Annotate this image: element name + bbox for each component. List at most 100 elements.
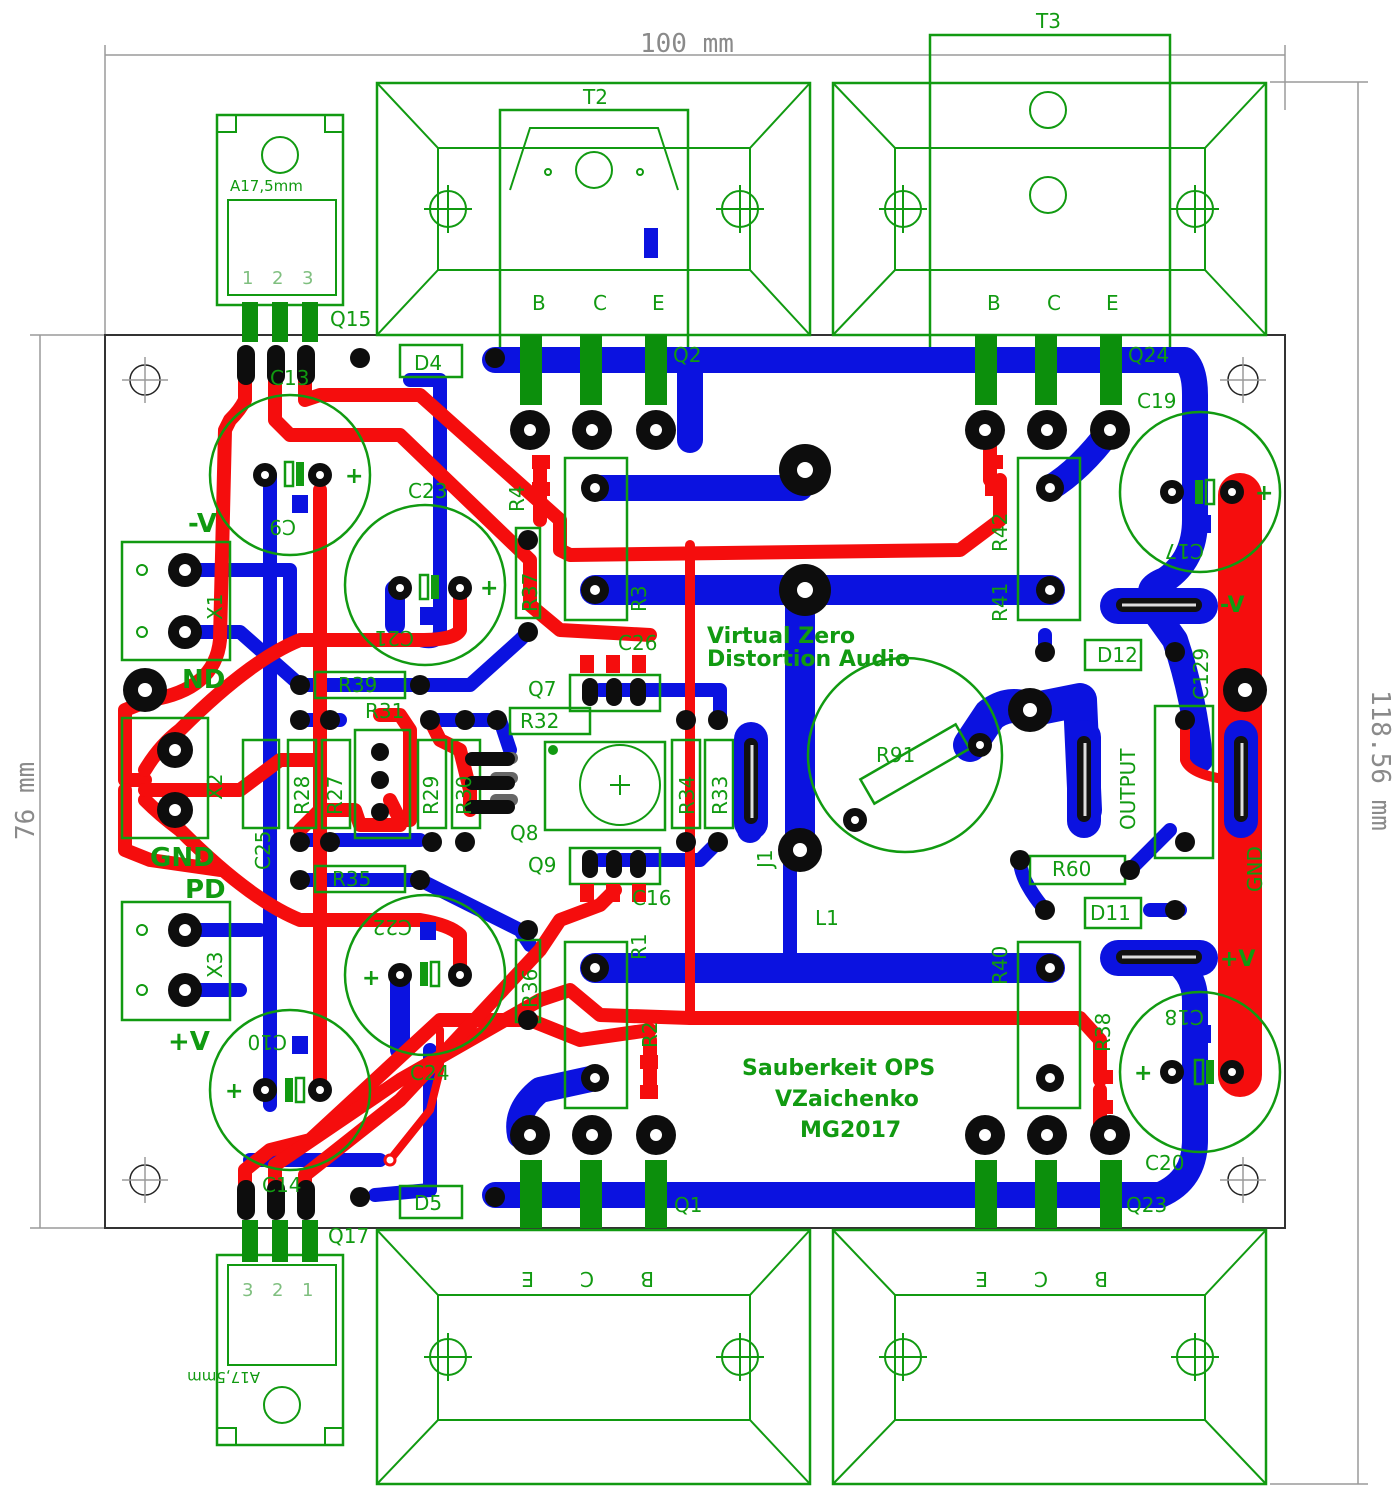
svg-text:Q7: Q7 xyxy=(528,677,556,701)
svg-text:C19: C19 xyxy=(1137,389,1176,413)
label-q15-heatsink: A17,5mm xyxy=(230,177,303,195)
svg-text:2: 2 xyxy=(272,1280,283,1301)
svg-text:2: 2 xyxy=(272,268,283,289)
width-dimension-label: 100 mm xyxy=(640,29,734,59)
svg-text:E: E xyxy=(652,291,665,315)
svg-text:C26: C26 xyxy=(618,631,657,655)
svg-text:R31: R31 xyxy=(365,699,404,723)
resistor-boxes xyxy=(120,343,1215,1220)
svg-text:R3: R3 xyxy=(627,585,651,612)
regulator-q17 xyxy=(215,1220,345,1447)
svg-text:R32: R32 xyxy=(520,709,559,733)
svg-text:1: 1 xyxy=(302,1280,313,1301)
pads xyxy=(123,335,1267,1228)
svg-text:B: B xyxy=(1094,1267,1108,1291)
svg-text:ND: ND xyxy=(182,665,225,695)
svg-text:+: + xyxy=(225,1079,243,1104)
svg-text:C: C xyxy=(1047,291,1061,315)
svg-text:B: B xyxy=(987,291,1001,315)
board-title-line4: VZaichenko xyxy=(775,1087,919,1112)
pin-letters-bottom: E C B E C B xyxy=(521,1267,1108,1291)
svg-text:R91: R91 xyxy=(876,743,915,767)
svg-text:R41: R41 xyxy=(988,583,1012,622)
jumpers xyxy=(734,588,1258,976)
svg-text:C10: C10 xyxy=(248,1030,287,1054)
svg-text:R37: R37 xyxy=(518,573,542,612)
label-t3: T3 xyxy=(1035,9,1061,33)
svg-text:Q8: Q8 xyxy=(510,821,538,845)
svg-text:E: E xyxy=(975,1267,988,1291)
label-q17-heatsink: A17,5mm xyxy=(187,1368,260,1386)
svg-text:C25: C25 xyxy=(251,831,275,870)
svg-text:X2: X2 xyxy=(203,774,227,800)
svg-text:B: B xyxy=(532,291,546,315)
svg-text:Q1: Q1 xyxy=(674,1193,702,1217)
power-labels: -V ND GND PD +V -V +V + + + + + + xyxy=(150,464,1273,1104)
svg-text:+: + xyxy=(345,464,363,489)
svg-text:C20: C20 xyxy=(1145,1151,1184,1175)
svg-text:L1: L1 xyxy=(815,906,839,930)
svg-text:R28: R28 xyxy=(290,776,314,815)
board-title-line1: Virtual Zero xyxy=(707,624,855,649)
svg-text:GND: GND xyxy=(1243,846,1267,892)
svg-text:C17: C17 xyxy=(1165,539,1204,563)
svg-text:C13: C13 xyxy=(270,366,309,390)
svg-text:-V: -V xyxy=(1220,593,1245,618)
label-t2: T2 xyxy=(582,85,608,109)
svg-text:J1: J1 xyxy=(753,849,777,870)
svg-text:E: E xyxy=(521,1267,534,1291)
svg-text:+V: +V xyxy=(168,1027,210,1057)
pad-holes xyxy=(169,424,1236,1141)
svg-text:R39: R39 xyxy=(338,673,377,697)
svg-text:+: + xyxy=(362,966,380,991)
svg-text:C16: C16 xyxy=(632,886,671,910)
right-dimension-label: 118.56 mm xyxy=(1365,690,1395,831)
svg-text:+V: +V xyxy=(1220,947,1255,972)
svg-text:-V: -V xyxy=(188,509,217,539)
connector-markers xyxy=(136,564,148,996)
svg-text:E: E xyxy=(1106,291,1119,315)
board-title-line2: Distortion Audio xyxy=(707,647,910,672)
transistor-body-q1 xyxy=(375,1228,812,1486)
regulator-q15 xyxy=(215,113,345,342)
svg-text:X1: X1 xyxy=(203,594,227,620)
svg-text:C22: C22 xyxy=(373,915,412,939)
svg-text:D4: D4 xyxy=(414,351,442,375)
svg-text:C24: C24 xyxy=(410,1061,449,1085)
svg-text:C9: C9 xyxy=(269,515,296,539)
svg-text:R42: R42 xyxy=(988,513,1012,552)
svg-text:+: + xyxy=(480,576,498,601)
svg-text:R33: R33 xyxy=(708,776,732,815)
svg-text:C: C xyxy=(593,291,607,315)
board-title-line5: MG2017 xyxy=(800,1118,901,1143)
board-title-line3: Sauberkeit OPS xyxy=(742,1056,935,1081)
transistor-body-q23 xyxy=(831,1228,1268,1486)
svg-text:R36: R36 xyxy=(518,969,542,1008)
svg-text:R2: R2 xyxy=(638,1021,662,1048)
svg-text:D11: D11 xyxy=(1090,901,1131,925)
svg-text:OUTPUT: OUTPUT xyxy=(1116,748,1140,830)
svg-text:R60: R60 xyxy=(1052,857,1091,881)
svg-text:Q17: Q17 xyxy=(328,1224,369,1248)
height-dimension-label: 76 mm xyxy=(11,762,41,840)
svg-text:C23: C23 xyxy=(408,479,447,503)
svg-text:Q23: Q23 xyxy=(1126,1193,1167,1217)
transistor-body-t2 xyxy=(375,81,812,352)
svg-text:1: 1 xyxy=(242,268,253,289)
svg-text:B: B xyxy=(640,1267,654,1291)
svg-text:3: 3 xyxy=(302,268,313,289)
svg-text:R30: R30 xyxy=(452,776,476,815)
svg-text:R34: R34 xyxy=(675,776,699,815)
transistor-body-t3 xyxy=(831,33,1268,367)
mounting-holes xyxy=(122,357,1266,1203)
svg-text:+: + xyxy=(1134,1061,1152,1086)
svg-text:GND: GND xyxy=(150,843,215,873)
svg-text:X3: X3 xyxy=(203,952,227,978)
svg-text:R38: R38 xyxy=(1091,1013,1115,1052)
svg-text:C18: C18 xyxy=(1165,1005,1204,1029)
component-labels: Q15 Q17 Q2 Q24 Q1 Q23 Q7 Q8 Q9 R39 R35 R… xyxy=(203,307,1267,1248)
svg-text:C129: C129 xyxy=(1189,648,1213,700)
svg-text:R4: R4 xyxy=(505,485,529,512)
svg-text:Q15: Q15 xyxy=(330,307,371,331)
